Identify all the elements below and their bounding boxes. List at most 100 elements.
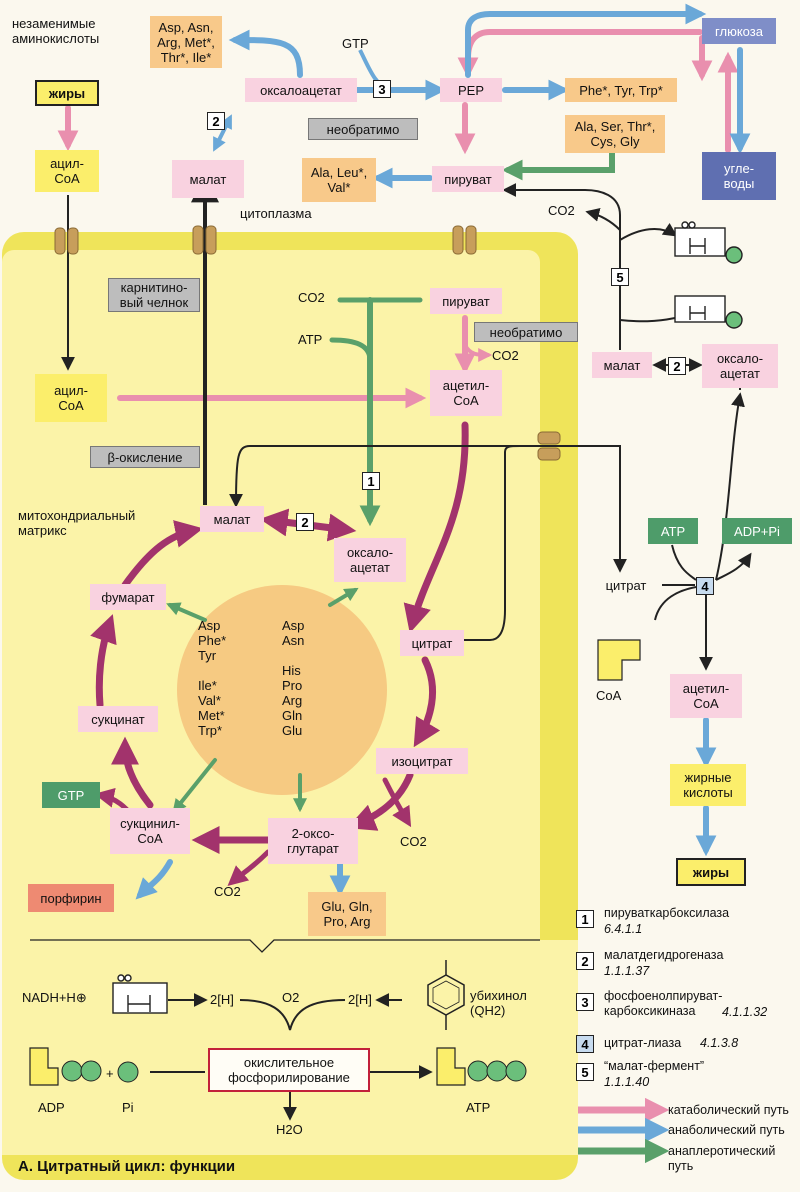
transporter-malate-1 xyxy=(192,225,204,255)
label-amino-left: Asp Phe* Tyr Ile* Val* Met* Trp* xyxy=(198,618,227,738)
legend-badge-5: 5 xyxy=(576,1063,594,1081)
section-brace xyxy=(30,939,540,953)
arrow-acetylcoa-citrate xyxy=(403,421,469,634)
coa-glyph xyxy=(597,639,641,681)
arrow-amino-fumarate xyxy=(166,602,207,622)
label-o2: O2 xyxy=(282,990,300,1005)
node-acylcoa-cyt: ацил- CoA xyxy=(35,150,99,192)
arrow-citrate-isocitrate xyxy=(413,656,441,748)
transporter-carnitine-1 xyxy=(54,227,66,255)
node-acylcoa-mito: ацил- CoA xyxy=(35,374,107,422)
legend-badge-2: 2 xyxy=(576,952,594,970)
transporter-pyruvate-1 xyxy=(452,225,464,255)
arrow-succinylcoa-succinate xyxy=(111,736,154,809)
legend-enzyme-3-name: фосфоенолпируват- карбоксикиназа xyxy=(604,989,723,1018)
arrow-enzyme4-adp xyxy=(715,552,752,581)
node-oxaloacetate-right: оксало- ацетат xyxy=(702,344,778,388)
legend-badge-1: 1 xyxy=(576,910,594,928)
legend-enzyme-1-name: пируваткарбоксилаза xyxy=(604,906,730,920)
label-essential-amino-acids: незаменимые аминокислоты xyxy=(12,16,100,46)
enzyme-badge-3-top: 3 xyxy=(373,80,391,98)
node-pyruvate-mito: пируват xyxy=(430,288,502,314)
label-co2-iso: CO2 xyxy=(400,834,427,849)
legend-enzyme-3-ec: 4.1.1.32 xyxy=(722,1005,768,1019)
arrow-atp-join xyxy=(329,337,373,363)
amino-acid-blob xyxy=(177,585,387,795)
label-nadh: NADH+H⊕ xyxy=(22,990,87,1005)
label-adp: ADP xyxy=(38,1100,65,1115)
label-2h-right: 2[H] xyxy=(348,992,372,1007)
legend-enzyme-4-name: цитрат-лиаза xyxy=(604,1036,682,1050)
label-amino-right: Asp Asn His Pro Arg Gln Glu xyxy=(282,618,305,738)
arrow-succinylcoa-porphyrin xyxy=(135,859,173,900)
enzyme-badge-1: 1 xyxy=(362,472,380,490)
legend-catabolic-label: катаболический путь xyxy=(668,1103,789,1117)
label-cytoplasm: цитоплазма xyxy=(240,206,312,221)
arrow-oxoglutarate-co2 xyxy=(227,849,271,886)
node-fats-bottom: жиры xyxy=(676,858,746,886)
arrow-oxaloacetate-asp xyxy=(228,29,303,78)
node-oxoglutarate: 2-оксо- глутарат xyxy=(268,818,358,864)
node-phe-group: Phe*, Tyr, Trp* xyxy=(565,78,677,102)
arrow-fumarate-malate xyxy=(121,520,204,589)
arrow-glucose-pep-top xyxy=(457,29,703,79)
legend-badge-4: 4 xyxy=(576,1035,594,1053)
label-pi: Pi xyxy=(122,1100,134,1115)
node-glucose: глюкоза xyxy=(702,18,776,44)
transporter-malate-2 xyxy=(205,225,217,255)
legend-anabolic-label: анаболический путь xyxy=(668,1123,785,1137)
figure-caption: А. Цитратный цикл: функции xyxy=(18,1158,236,1175)
node-citrate-cyt: цитрат xyxy=(605,577,647,593)
label-gtp-top: GTP xyxy=(342,36,369,51)
transporter-pyruvate-2 xyxy=(465,225,477,255)
node-carbs: угле- воды xyxy=(702,152,776,200)
node-acetylcoa-mito: ацетил- CoA xyxy=(430,370,502,416)
label-coa-right: CoA xyxy=(596,688,622,703)
nadp-icon-top xyxy=(674,221,743,264)
node-malate-right: малат xyxy=(592,352,652,378)
node-adp-pi-right: ADP+Pi xyxy=(722,518,792,544)
node-acetylcoa-cyt: ацетил- CoA xyxy=(670,674,742,718)
enzyme-badge-2-mito: 2 xyxy=(296,513,314,531)
arrow-malate-oxaloacetate-cyt xyxy=(213,114,232,152)
enzyme-badge-4: 4 xyxy=(696,577,714,595)
arrow-atp-enzyme4 xyxy=(671,544,697,581)
legend-anaplerotic-label: анаплеротический путь xyxy=(668,1144,776,1173)
nad-icon xyxy=(112,974,168,1014)
arrow-malate-enzyme5 xyxy=(502,183,621,350)
arrow-2h-merge xyxy=(239,999,346,1031)
ubiquinol-ring xyxy=(427,960,465,1030)
label-plus: + xyxy=(106,1066,114,1081)
arrow-pep-glucose xyxy=(465,3,707,78)
legend-badge-3: 3 xyxy=(576,993,594,1011)
label-co2-oxo: CO2 xyxy=(214,884,241,899)
callout-beta-oxidation: β-окисление xyxy=(90,446,200,468)
node-atp-right: ATP xyxy=(648,518,698,544)
arrow-enzyme5-nadp xyxy=(619,222,678,241)
node-gtp-left: GTP xyxy=(42,782,100,808)
nadp-icon-bottom xyxy=(674,295,743,329)
transporter-citrate-2 xyxy=(537,447,561,461)
node-oxaloacetate-cyt: оксалоацетат xyxy=(245,78,357,102)
arrow-isocitrate-oxoglutarate xyxy=(347,771,414,831)
label-h2o: H2O xyxy=(276,1122,303,1137)
node-oxaloacetate-mito: оксало- ацетат xyxy=(334,538,406,582)
node-oxphos: окислительное фосфорилирование xyxy=(208,1048,370,1092)
label-2h-left: 2[H] xyxy=(210,992,234,1007)
arrow-enzyme5-co2 xyxy=(585,207,621,231)
callout-carnitine-shuttle: карнитино- вый челнок xyxy=(108,278,200,312)
legend-enzyme-1-ec: 6.4.1.1 xyxy=(604,922,643,936)
node-pep: PEP xyxy=(440,78,502,102)
legend-enzyme-2-ec: 1.1.1.37 xyxy=(604,964,650,978)
node-fatty-acids: жирные кислоты xyxy=(670,764,746,806)
transporter-citrate-1 xyxy=(537,431,561,445)
node-ala-leu-group: Ala, Leu*, Val* xyxy=(302,158,376,202)
node-glu-group: Glu, Gln, Pro, Arg xyxy=(308,892,386,936)
node-isocitrate: изоцитрат xyxy=(376,748,468,774)
label-co2-acetyl: CO2 xyxy=(492,348,519,363)
transporter-carnitine-2 xyxy=(67,227,79,255)
legend-enzyme-2-name: малатдегидрогеназа xyxy=(604,948,724,962)
arrow-pyruvate-co2 xyxy=(463,343,493,362)
node-succinylcoa: сукцинил- CoA xyxy=(110,808,190,854)
